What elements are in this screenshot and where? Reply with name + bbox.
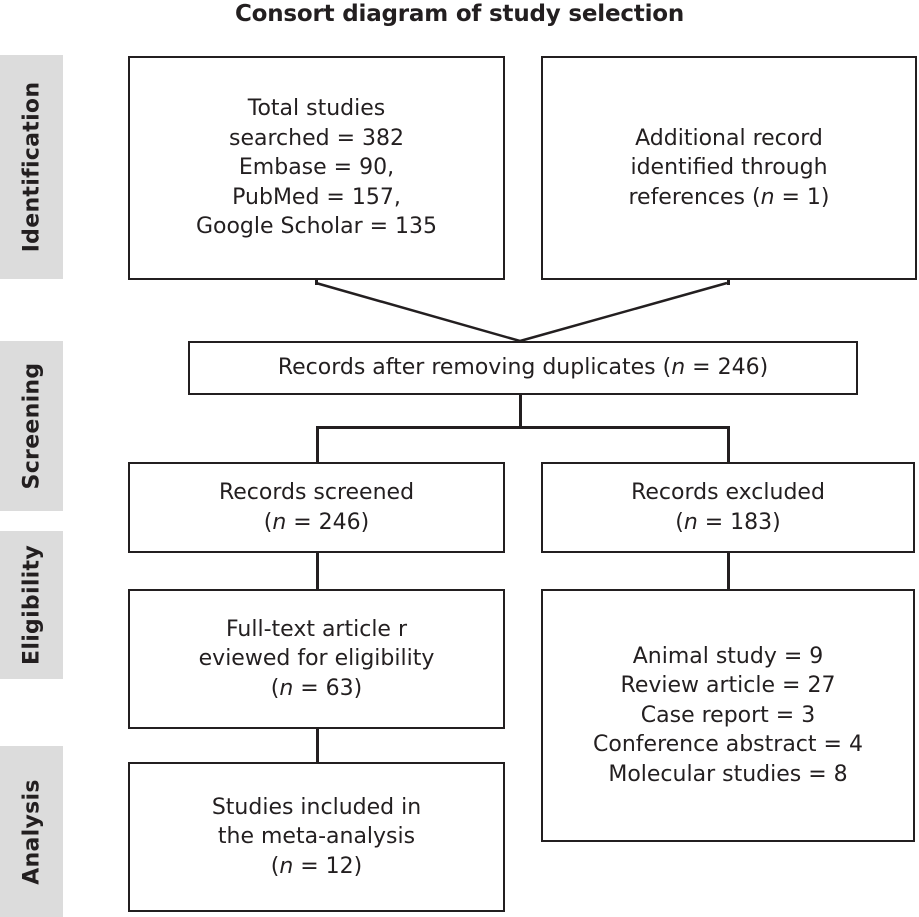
box-duplicates-removed-n-value: = 246) xyxy=(685,355,769,381)
box-studies-included-n-italic: n xyxy=(279,853,294,879)
stage-band-analysis-label: Analysis xyxy=(19,778,44,885)
connector-identification-left-stub xyxy=(315,279,318,285)
box-duplicates-removed-n-italic: n xyxy=(671,355,686,381)
box-studies-included-line-3: (n = 12) xyxy=(271,852,363,881)
box-records-excluded-n-italic: n xyxy=(683,509,698,535)
box-additional-records-n-value: = 1) xyxy=(774,184,830,210)
box-records-screened: Records screened (n = 246) xyxy=(128,462,505,553)
stage-band-identification: Identification xyxy=(0,55,63,279)
box-studies-included-line-2: the meta-analysis xyxy=(217,824,416,850)
box-records-excluded-paren: ( xyxy=(675,509,684,535)
box-additional-records-line-3: references (n = 1) xyxy=(628,183,829,212)
box-records-excluded-n-value: = 183) xyxy=(697,509,781,535)
box-fulltext-reviewed: Full-text article r eviewed for eligibil… xyxy=(128,589,505,729)
connector-duplicates-down xyxy=(519,394,522,428)
box-studies-included: Studies included in the meta-analysis (n… xyxy=(128,762,505,912)
box-exclusion-reasons-line-5: Molecular studies = 8 xyxy=(608,761,848,787)
box-records-excluded: Records excluded (n = 183) xyxy=(541,462,915,553)
box-additional-records-line-3-text: references ( xyxy=(628,184,761,210)
connector-screening-bus xyxy=(316,426,729,429)
stage-band-screening: Screening xyxy=(0,341,63,511)
box-additional-records-line-1: Additional record xyxy=(635,125,823,151)
box-exclusion-reasons-line-2: Review article = 27 xyxy=(620,673,836,699)
box-identification-records-line-5: Google Scholar = 135 xyxy=(195,214,438,240)
box-studies-included-line-1: Studies included in xyxy=(211,794,422,820)
connector-screened-to-fulltext xyxy=(316,551,319,591)
box-records-screened-line-2: (n = 246) xyxy=(264,508,370,537)
box-fulltext-reviewed-paren: ( xyxy=(270,675,280,701)
connector-fulltext-to-included xyxy=(316,728,319,764)
box-records-screened-n-value: = 246) xyxy=(286,509,370,535)
box-fulltext-reviewed-n-value: = 63) xyxy=(293,675,363,701)
box-exclusion-reasons-line-1: Animal study = 9 xyxy=(632,643,824,669)
page-title: Consort diagram of study selection xyxy=(234,1,685,27)
box-identification-records-line-3: Embase = 90, xyxy=(238,155,395,181)
box-exclusion-reasons-line-3: Case report = 3 xyxy=(640,702,816,728)
box-identification-records-line-2: searched = 382 xyxy=(229,125,404,151)
box-additional-records-line-2: identified through xyxy=(630,155,828,181)
box-records-screened-n-italic: n xyxy=(272,509,287,535)
box-additional-records-n-italic: n xyxy=(760,184,775,210)
box-identification-records-line-1: Total studies xyxy=(247,96,386,122)
box-exclusion-reasons: Animal study = 9 Review article = 27 Cas… xyxy=(541,589,915,842)
box-duplicates-removed-text: Records after removing duplicates (n = 2… xyxy=(278,353,768,382)
stage-band-identification-label: Identification xyxy=(19,81,44,253)
box-records-excluded-line-1: Records excluded xyxy=(631,480,825,506)
connector-bus-to-screened xyxy=(316,426,319,464)
box-duplicates-removed-prefix: Records after removing duplicates ( xyxy=(277,355,672,381)
box-studies-included-n-value: = 12) xyxy=(293,853,363,879)
connector-bus-to-excluded xyxy=(727,426,730,464)
box-fulltext-reviewed-line-3: (n = 63) xyxy=(271,674,363,703)
box-records-screened-line-1: Records screened xyxy=(218,480,415,506)
stage-band-eligibility: Eligibility xyxy=(0,531,63,679)
box-duplicates-removed: Records after removing duplicates (n = 2… xyxy=(188,341,858,395)
box-records-screened-paren: ( xyxy=(263,509,273,535)
box-exclusion-reasons-line-4: Conference abstract = 4 xyxy=(593,732,863,758)
box-records-excluded-line-2: (n = 183) xyxy=(675,508,781,537)
connector-identification-merge xyxy=(315,281,728,343)
box-studies-included-paren: ( xyxy=(270,853,280,879)
box-fulltext-reviewed-line-1: Full-text article r xyxy=(225,616,408,642)
box-fulltext-reviewed-line-2: eviewed for eligibility xyxy=(198,646,435,672)
box-identification-records-line-4: PubMed = 157, xyxy=(232,184,401,210)
connector-excluded-to-reasons xyxy=(727,551,730,591)
box-additional-records: Additional record identified through ref… xyxy=(541,56,917,280)
connector-identification-right-stub xyxy=(727,279,730,285)
stage-band-eligibility-label: Eligibility xyxy=(19,545,44,665)
stage-band-screening-label: Screening xyxy=(19,362,44,490)
box-identification-records: Total studies searched = 382 Embase = 90… xyxy=(128,56,505,280)
box-fulltext-reviewed-n-italic: n xyxy=(279,675,294,701)
stage-band-analysis: Analysis xyxy=(0,746,63,917)
